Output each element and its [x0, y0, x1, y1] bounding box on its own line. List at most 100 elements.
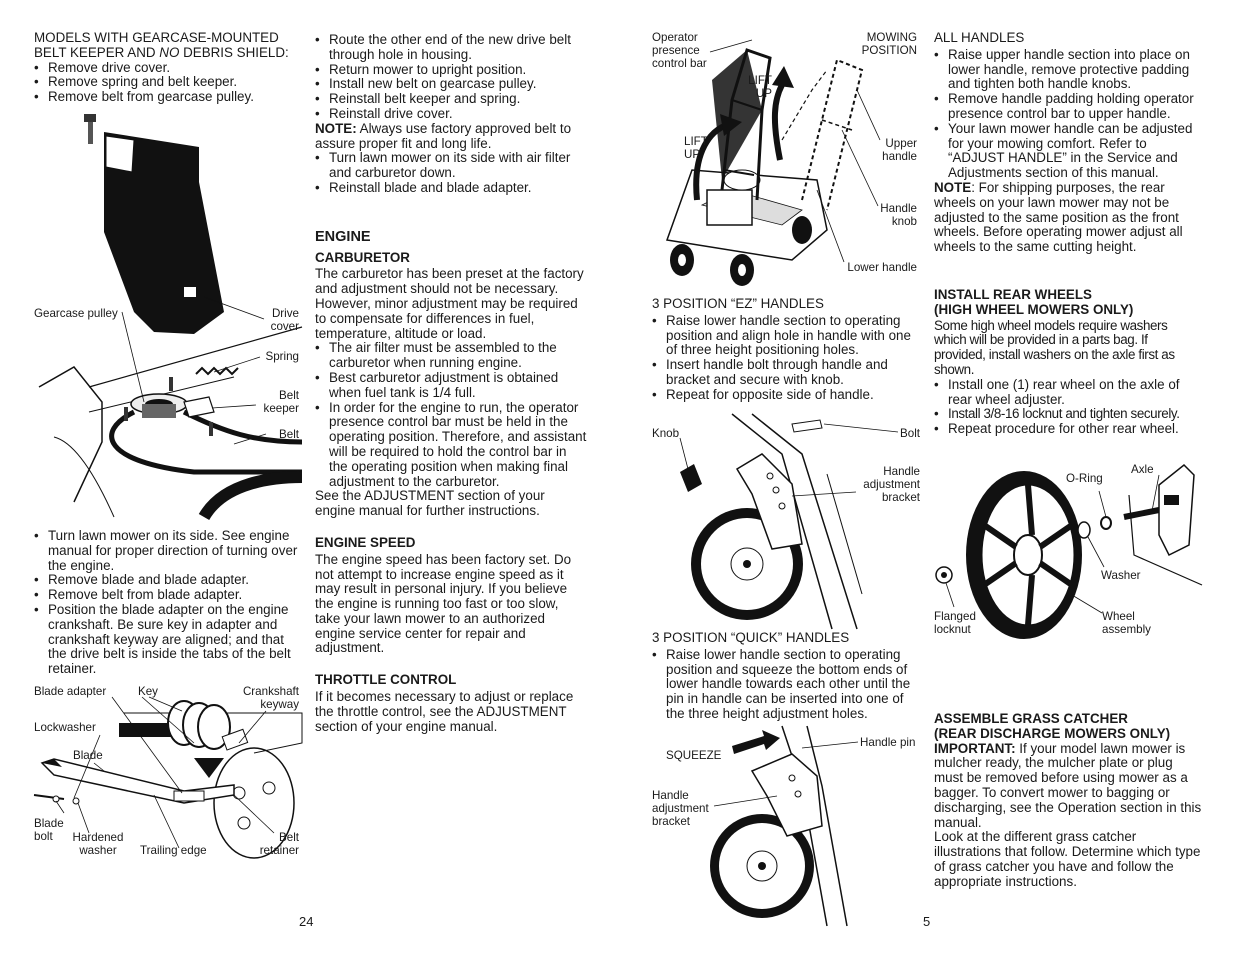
- blade-assembly-illustration: [33, 696, 303, 859]
- label-squeeze: SQUEEZE: [666, 749, 722, 762]
- label-key: Key: [138, 685, 158, 698]
- label-belt-keeper: Belt keeper: [263, 389, 299, 415]
- quick-title: 3 POSITION “QUICK” HANDLES: [652, 630, 850, 645]
- list-item: In order for the engine to run, the oper…: [315, 400, 587, 490]
- list-item: Turn lawn mower on its side with air fil…: [315, 151, 587, 181]
- label-lift-up-2: LIFT UP: [684, 135, 708, 161]
- label-spring: Spring: [265, 350, 299, 363]
- label-lockwasher: Lockwasher: [34, 721, 96, 734]
- col1-lower: Turn lawn mower on its side. See engine …: [34, 528, 304, 677]
- important-label: IMPORTANT:: [934, 740, 1016, 756]
- label-bolt: Bolt: [900, 427, 920, 440]
- list-item: Remove blade and blade adapter.: [34, 573, 304, 588]
- list-item: Your lawn mower handle can be adjusted f…: [934, 121, 1202, 181]
- list-item: Remove handle padding holding operator p…: [934, 91, 1202, 122]
- grass-catcher-text: Look at the different grass catcher illu…: [934, 829, 1201, 889]
- col2: Route the other end of the new drive bel…: [315, 32, 587, 734]
- engine-speed-title: ENGINE SPEED: [315, 534, 416, 550]
- label-blade-adapter: Blade adapter: [34, 685, 107, 698]
- label-blade-bolt: Blade bolt: [34, 817, 64, 843]
- label-crankshaft-keyway: Crankshaft keyway: [242, 685, 299, 711]
- page-number-right: 5: [923, 914, 931, 929]
- col3-ez: 3 POSITION “EZ” HANDLES Raise lower hand…: [652, 296, 922, 403]
- label-drive-cover: Drive cover: [270, 307, 299, 333]
- carburetor-bullets: The air filter must be assembled to the …: [315, 341, 587, 489]
- label-axle: Axle: [1131, 463, 1154, 476]
- label-belt-retainer: Belt retainer: [259, 831, 299, 857]
- label-o-ring: O-Ring: [1066, 472, 1103, 485]
- carburetor-after: See the ADJUSTMENT section of your engin…: [315, 488, 545, 519]
- col1: MODELS WITH GEARCASE-MOUNTED BELT KEEPER…: [34, 30, 302, 105]
- engine-speed-text: The engine speed has been factory set. D…: [315, 551, 572, 656]
- rear-wheels-bullets: Install one (1) rear wheel on the axle o…: [934, 377, 1202, 437]
- col2-note: NOTE: Always use factory approved belt t…: [315, 120, 587, 152]
- ez-handle-illustration: [679, 413, 899, 630]
- rear-wheels-title-1: INSTALL REAR WHEELS: [934, 286, 1092, 302]
- label-operator-presence-control-bar: Operator presence control bar: [652, 31, 707, 70]
- col2-bullets-a: Route the other end of the new drive bel…: [315, 32, 587, 122]
- note-text: : For shipping purposes, the rear wheels…: [934, 179, 1183, 255]
- col4-catcher: ASSEMBLE GRASS CATCHER (REAR DISCHARGE M…: [934, 711, 1202, 890]
- label-washer: Washer: [1101, 569, 1141, 582]
- list-item: Reinstall drive cover.: [315, 106, 587, 122]
- all-handles-bullets: Raise upper handle section into place on…: [934, 47, 1202, 181]
- list-item: Return mower to upright position.: [315, 62, 587, 78]
- col1-bullets-top: Remove drive cover. Remove spring and be…: [34, 60, 302, 105]
- label-lift-up-1: LIFT UP: [748, 74, 772, 100]
- list-item: Install new belt on gearcase pulley.: [315, 77, 587, 92]
- list-item: Insert handle bolt through handle and br…: [652, 357, 922, 388]
- heading-line-2-em: NO: [159, 44, 180, 60]
- heading-line-2b: DEBRIS SHIELD:: [179, 44, 289, 60]
- label-gearcase-pulley: Gearcase pulley: [34, 307, 118, 320]
- quick-bullets: Raise lower handle section to operating …: [652, 647, 924, 722]
- label-lower-handle: Lower handle: [847, 261, 917, 274]
- mower-handle-illustration: [665, 39, 881, 286]
- label-handle-adjustment-bracket-ez: Handle adjustment bracket: [863, 465, 920, 504]
- list-item: Remove drive cover.: [34, 60, 302, 76]
- list-item: Reinstall belt keeper and spring.: [315, 91, 587, 107]
- throttle-title: THROTTLE CONTROL: [315, 672, 457, 688]
- label-handle-adjustment-bracket-quick: Handle adjustment bracket: [652, 789, 709, 828]
- label-mowing-position: MOWING POSITION: [861, 31, 917, 57]
- shipping-note: NOTE: For shipping purposes, the rear wh…: [934, 179, 1202, 255]
- label-trailing-edge: Trailing edge: [140, 844, 207, 857]
- heading-line-1: MODELS WITH GEARCASE-MOUNTED: [34, 30, 279, 45]
- label-knob: Knob: [652, 427, 680, 440]
- list-item: Raise lower handle section to operating …: [652, 313, 922, 358]
- list-item: Turn lawn mower on its side. See engine …: [34, 528, 304, 573]
- carburetor-text: The carburetor has been preset at the fa…: [315, 266, 584, 341]
- label-wheel-assembly: Wheel assembly: [1102, 610, 1151, 636]
- list-item: Route the other end of the new drive bel…: [315, 32, 587, 63]
- list-item: Install 3/8-16 locknut and tighten secur…: [934, 407, 1202, 422]
- rear-wheel-illustration: [935, 463, 1203, 639]
- col1-heading: MODELS WITH GEARCASE-MOUNTED BELT KEEPER…: [34, 30, 302, 61]
- ez-bullets: Raise lower handle section to operating …: [652, 313, 922, 403]
- list-item: Remove spring and belt keeper.: [34, 75, 302, 90]
- list-item: Remove belt from blade adapter.: [34, 587, 304, 603]
- heading-line-2a: BELT KEEPER AND: [34, 44, 160, 60]
- quick-handle-illustration: [710, 725, 859, 927]
- label-handle-pin: Handle pin: [860, 736, 916, 749]
- list-item: Raise upper handle section into place on…: [934, 47, 1202, 92]
- grass-catcher-title-2: (REAR DISCHARGE MOWERS ONLY): [934, 725, 1171, 741]
- col1-bullets-bottom: Turn lawn mower on its side. See engine …: [34, 528, 304, 677]
- list-item: Raise lower handle section to operating …: [652, 647, 924, 722]
- page-number-left: 24: [299, 914, 314, 929]
- important-text: If your model lawn mower is mulcher read…: [934, 740, 1202, 830]
- list-item: Repeat for opposite side of handle.: [652, 387, 922, 403]
- label-upper-handle: Upper handle: [882, 137, 917, 163]
- label-flanged-locknut: Flanged locknut: [934, 610, 976, 636]
- list-item: Repeat procedure for other rear wheel.: [934, 421, 1202, 437]
- throttle-text: If it becomes necessary to adjust or rep…: [315, 689, 574, 734]
- rear-wheels-text: Some high wheel models require washers w…: [934, 317, 1175, 377]
- rear-wheels-title-2: (HIGH WHEEL MOWERS ONLY): [934, 301, 1134, 317]
- col2-bullets-b: Turn lawn mower on its side with air fil…: [315, 151, 587, 196]
- col3-quick: 3 POSITION “QUICK” HANDLES Raise lower h…: [652, 630, 924, 722]
- label-blade: Blade: [73, 749, 103, 762]
- important-note: IMPORTANT: If your model lawn mower is m…: [934, 740, 1202, 831]
- label-handle-knob: Handle knob: [880, 202, 917, 228]
- ez-title: 3 POSITION “EZ” HANDLES: [652, 296, 824, 311]
- list-item: Reinstall blade and blade adapter.: [315, 180, 587, 196]
- note-label: NOTE:: [315, 120, 357, 136]
- label-belt: Belt: [279, 428, 299, 441]
